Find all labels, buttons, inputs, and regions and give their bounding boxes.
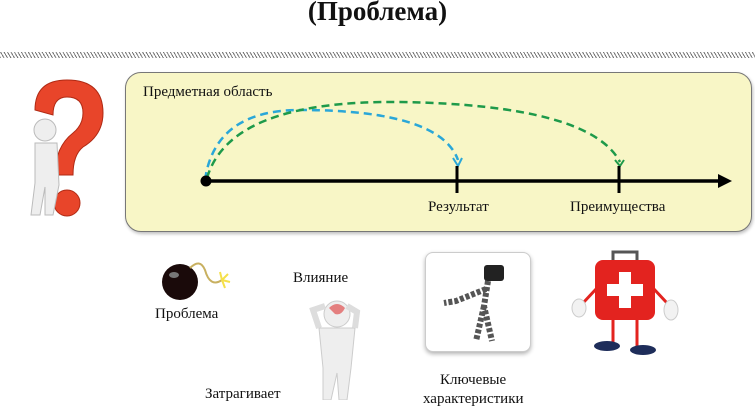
arrow-head: [718, 174, 732, 188]
advantages-arc: [205, 100, 622, 179]
bomb-icon: [162, 262, 231, 300]
problem-label: Проблема: [155, 306, 219, 322]
robot-icon: [443, 265, 504, 342]
first-aid-kit-icon: [571, 250, 679, 355]
result-arc: [203, 108, 460, 181]
start-point: [200, 175, 212, 187]
divider: [0, 52, 755, 58]
robot-card: [425, 252, 531, 352]
slide-title: (Проблема): [307, 0, 448, 26]
worried-person-icon: [309, 300, 361, 400]
advantages-label: Преимущества: [570, 199, 666, 215]
affects-label: Затрагивает: [205, 386, 281, 402]
impact-label: Влияние: [293, 270, 349, 286]
result-label: Результат: [428, 199, 489, 215]
timeline-diagram: [200, 100, 732, 193]
question-mark-person-icon: [30, 79, 104, 217]
domain-label: Предметная область: [143, 84, 273, 100]
domain-area-box: [125, 72, 752, 232]
key-label: Ключевые: [440, 372, 507, 388]
